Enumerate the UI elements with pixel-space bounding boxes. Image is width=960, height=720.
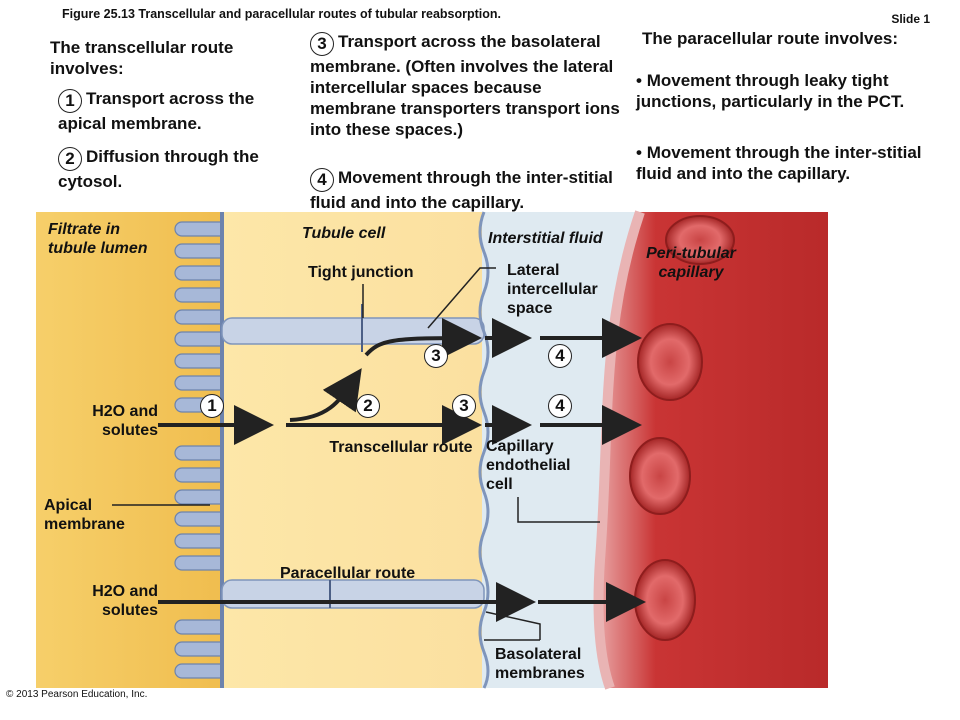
label-interstitial-fluid: Interstitial fluid bbox=[488, 230, 603, 247]
paracellular-bullet-1: • Movement through leaky tight junctions… bbox=[636, 71, 905, 111]
paracellular-heading: The paracellular route involves: bbox=[642, 29, 899, 48]
red-blood-cells bbox=[629, 215, 735, 641]
transcellular-heading: The transcellular route involves: bbox=[50, 38, 234, 78]
diagram-step-4-upper: 4 bbox=[548, 344, 572, 368]
bullet-icon: • bbox=[636, 71, 647, 90]
label-transcellular-route: Transcellular route bbox=[329, 439, 473, 456]
label-peritubular-capillary: Peri-tubular capillary bbox=[646, 245, 736, 281]
label-apical-membrane: Apical membrane bbox=[44, 497, 125, 533]
figure-caption: Figure 25.13 Transcellular and paracellu… bbox=[62, 7, 502, 21]
diagram-step-3-upper: 3 bbox=[424, 344, 448, 368]
label-h2o-solutes-bottom: H2O and solutes bbox=[92, 583, 158, 619]
label-paracellular-route: Paracellular route bbox=[280, 565, 416, 582]
label-tubule-cell: Tubule cell bbox=[302, 225, 386, 242]
microvilli bbox=[174, 221, 223, 679]
diagram-step-3-lower: 3 bbox=[452, 394, 476, 418]
diagram-step-1: 1 bbox=[200, 394, 224, 418]
step-number-2: 2 bbox=[58, 147, 82, 171]
basolateral-folds bbox=[478, 211, 490, 689]
diagram-step-2: 2 bbox=[356, 394, 380, 418]
label-basolateral-membranes: Basolateral membranes bbox=[495, 646, 585, 682]
label-filtrate: Filtrate in tubule lumen bbox=[48, 221, 148, 257]
bullet-icon: • bbox=[636, 143, 647, 162]
diagram-step-4-lower: 4 bbox=[548, 394, 572, 418]
label-tight-junction: Tight junction bbox=[308, 264, 414, 281]
paracellular-bullet-2: • Movement through the inter-stitial flu… bbox=[636, 143, 922, 183]
step-number-4: 4 bbox=[310, 168, 334, 192]
capillary-wall bbox=[598, 212, 828, 688]
label-h2o-solutes-top: H2O and solutes bbox=[92, 403, 158, 439]
step-number-1: 1 bbox=[58, 89, 82, 113]
label-lateral-intercellular-space: Lateral intercellular space bbox=[507, 262, 598, 317]
slide-label: Slide 1 bbox=[891, 12, 930, 26]
label-capillary-endothelial-cell: Capillary endothelial cell bbox=[486, 438, 571, 493]
copyright: © 2013 Pearson Education, Inc. bbox=[6, 689, 148, 700]
step-number-3: 3 bbox=[310, 32, 334, 56]
